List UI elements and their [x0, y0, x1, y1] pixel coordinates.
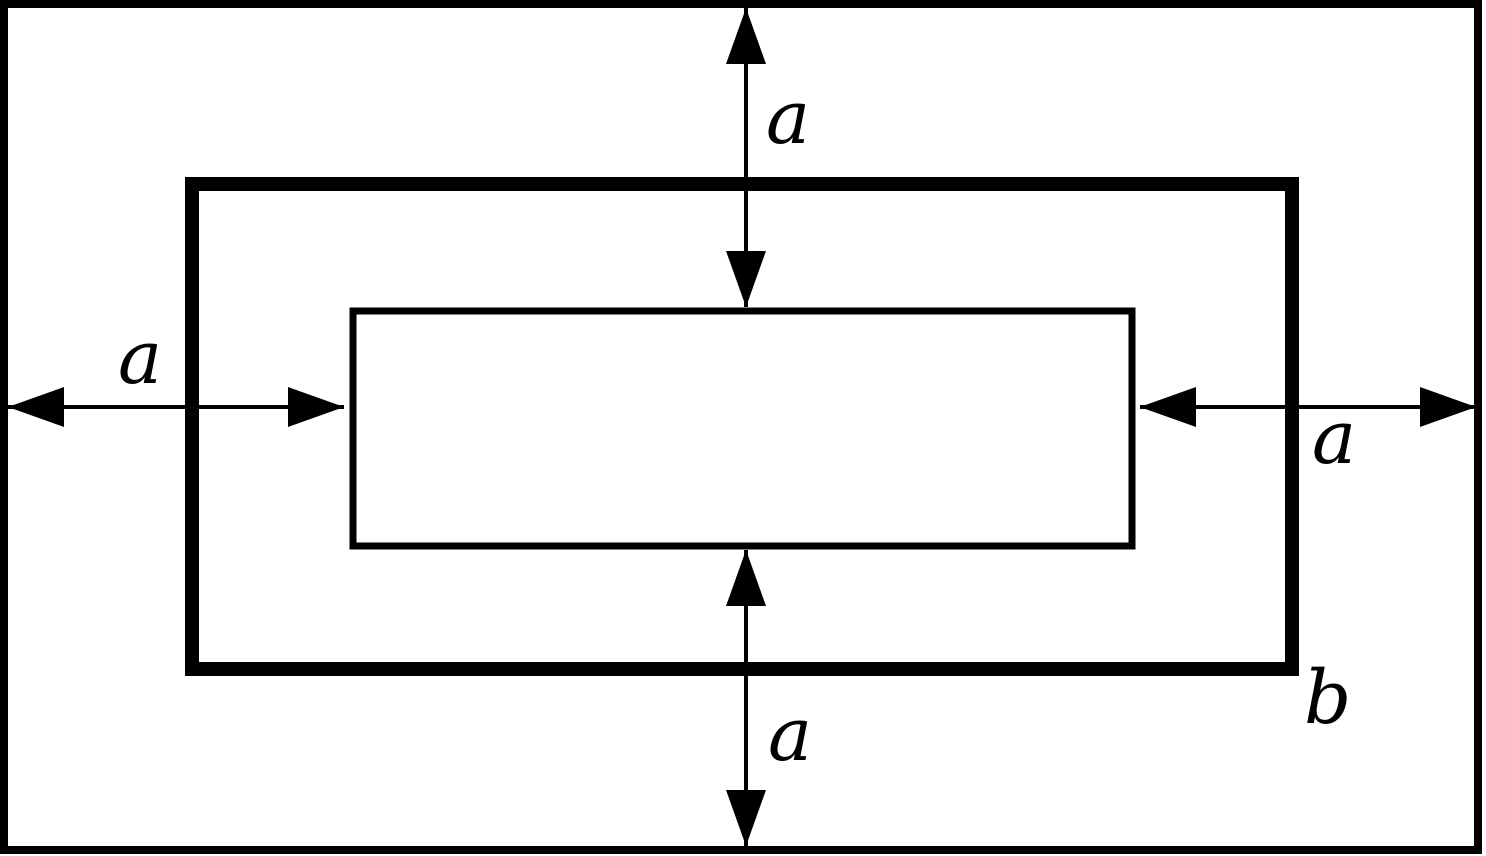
inner-rectangle: [349, 307, 1136, 550]
middle-rectangle-b: [185, 177, 1299, 676]
label-right-a: a: [1312, 395, 1356, 481]
label-middle-b: b: [1304, 655, 1351, 741]
label-left-a: a: [118, 315, 162, 401]
label-top-a: a: [766, 75, 810, 161]
label-bottom-a: a: [768, 692, 812, 778]
